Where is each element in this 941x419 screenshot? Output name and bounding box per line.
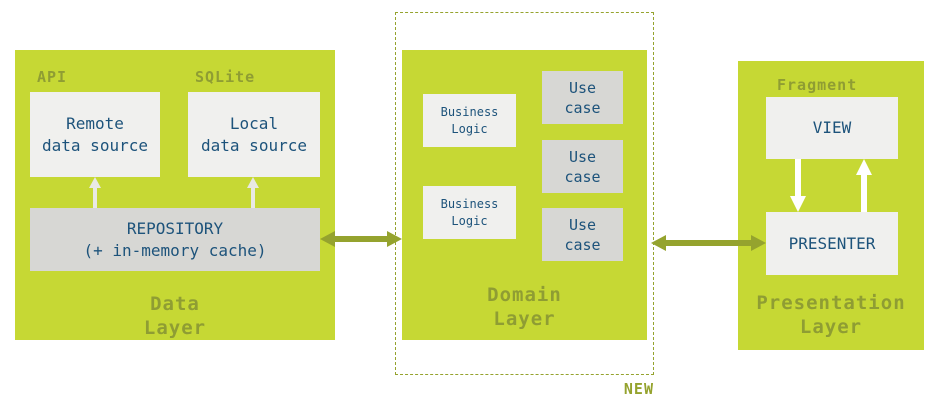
use-case-box: Use case <box>542 71 623 124</box>
local-data-source-box: Local data source <box>188 92 320 177</box>
bidirectional-arrow-icon <box>651 235 766 251</box>
use-case-box: Use case <box>542 140 623 193</box>
api-label: API <box>37 68 68 86</box>
repository-box: REPOSITORY (+ in-memory cache) <box>30 208 320 271</box>
sqlite-label: SQLite <box>195 68 256 86</box>
data-layer-title: Data Layer <box>143 293 207 339</box>
use-case-box: Use case <box>542 208 623 261</box>
up-arrow-icon <box>856 159 872 212</box>
domain-layer-title: Domain Layer <box>487 284 562 330</box>
view-box: VIEW <box>766 97 898 159</box>
presentation-layer-panel: Fragment VIEW PRESENTER Presentation Lay… <box>738 61 924 350</box>
bidirectional-arrow-icon <box>320 231 402 247</box>
domain-dashed-boundary <box>395 12 654 375</box>
up-arrow-icon <box>89 177 101 208</box>
new-label: NEW <box>623 380 654 398</box>
presentation-layer-title: Presentation Layer <box>756 292 906 338</box>
fragment-label: Fragment <box>777 76 858 94</box>
business-logic-box: Business Logic <box>423 186 516 239</box>
remote-data-source-box: Remote data source <box>30 92 160 177</box>
data-layer-panel: API SQLite Remote data source Local data… <box>15 50 335 340</box>
down-arrow-icon <box>790 159 806 212</box>
domain-layer-panel: Business Logic Business Logic Use case U… <box>402 50 647 340</box>
business-logic-box: Business Logic <box>423 94 516 147</box>
presenter-box: PRESENTER <box>766 212 898 275</box>
up-arrow-icon <box>247 177 259 208</box>
